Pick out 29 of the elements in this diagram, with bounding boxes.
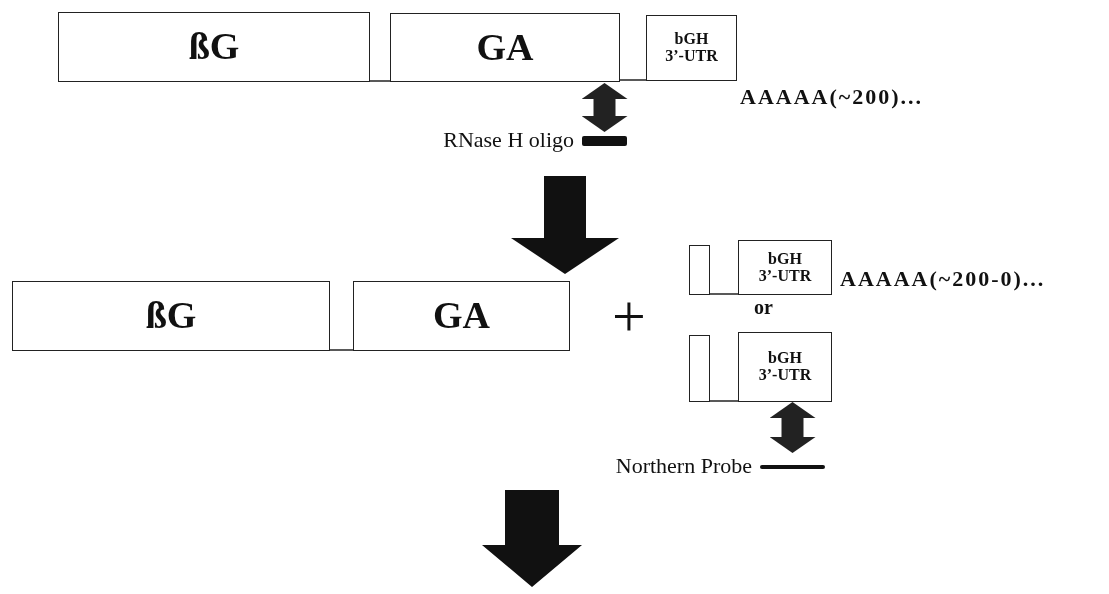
- sequence-label: AAAAA(~200-0)...: [840, 266, 1046, 292]
- gene-segment-box: [738, 240, 832, 295]
- plus-sign: +: [612, 282, 646, 351]
- connector-line: [709, 293, 739, 295]
- gene-segment-box: [646, 15, 737, 81]
- empty-segment-box: [689, 335, 710, 402]
- gene-segment-box: [390, 13, 620, 82]
- segment-label: GA: [476, 27, 534, 68]
- double-arrow: [769, 402, 816, 453]
- segment-label: bGH 3’-UTR: [757, 250, 813, 285]
- connector-line: [329, 349, 354, 351]
- segment-label: bGH 3’-UTR: [664, 31, 719, 65]
- connector-line: [619, 79, 647, 81]
- segment-label: ßG: [188, 27, 240, 67]
- probe-label: RNase H oligo: [443, 127, 574, 153]
- double-arrow: [581, 83, 628, 132]
- sequence-label: AAAAA(~200)...: [740, 84, 924, 110]
- gene-segment-box: [58, 12, 370, 82]
- gene-segment-box: [12, 281, 330, 351]
- segment-label: ßG: [145, 296, 197, 336]
- gene-segment-box: [738, 332, 832, 402]
- probe-label: Northern Probe: [615, 453, 752, 479]
- segment-label: bGH 3’-UTR: [757, 350, 813, 384]
- empty-segment-box: [689, 245, 710, 295]
- sequence-label: or: [754, 296, 773, 319]
- connector-line: [709, 400, 739, 402]
- gene-segment-box: [353, 281, 570, 351]
- segment-label: GA: [433, 296, 490, 336]
- connector-line: [369, 80, 391, 82]
